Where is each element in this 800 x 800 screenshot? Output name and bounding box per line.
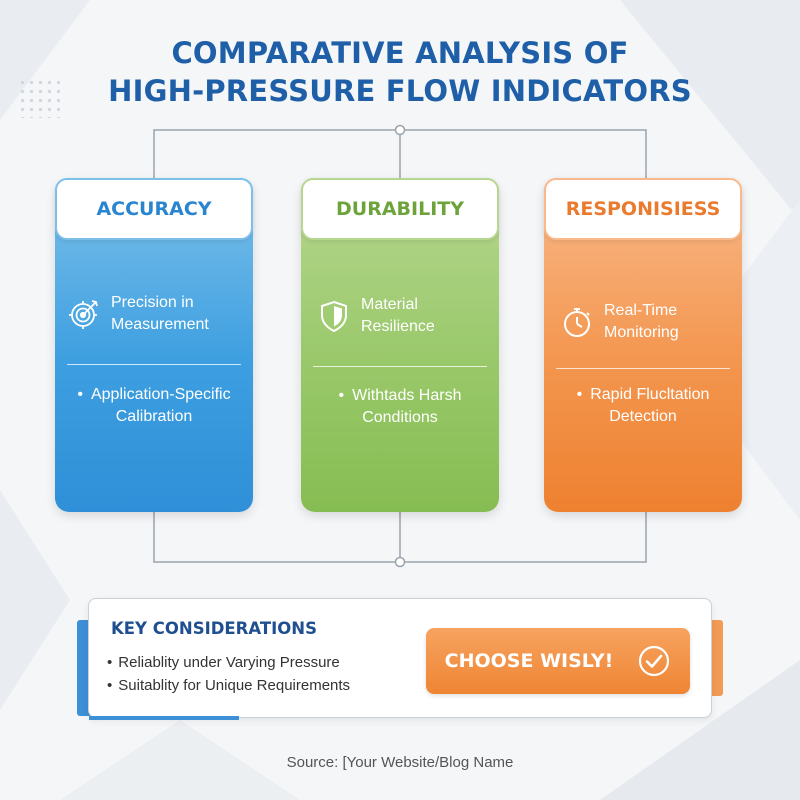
key-considerations-list: Reliablity under Varying Pressure Suitab… bbox=[107, 651, 350, 697]
bullet-line: Application-Specific bbox=[90, 386, 231, 403]
source-credit: Source: [Your Website/Blog Name bbox=[286, 754, 514, 771]
card-accuracy: ACCURACY Precision in Measurement •Appli… bbox=[55, 178, 253, 512]
check-circle-icon bbox=[639, 645, 670, 677]
card-heading: RESPONISIESS bbox=[544, 178, 742, 240]
feature-line: Real-Time bbox=[604, 302, 678, 319]
feature-line: Measurement bbox=[111, 316, 209, 333]
card-divider bbox=[556, 368, 730, 369]
list-item: Reliablity under Varying Pressure bbox=[107, 651, 350, 674]
feature-line: Resilience bbox=[361, 318, 435, 335]
bottom-node bbox=[394, 556, 406, 568]
accent-bar-right bbox=[711, 620, 723, 696]
list-item-text: Suitablity for Unique Requirements bbox=[118, 677, 351, 694]
card-divider bbox=[313, 366, 487, 367]
top-node bbox=[394, 124, 406, 136]
button-label: CHOOSE WISLY! bbox=[444, 650, 614, 672]
bullet-line: Conditions bbox=[362, 409, 438, 426]
bullet-line: Calibration bbox=[115, 408, 193, 425]
card-feature: Precision in Measurement bbox=[55, 292, 253, 336]
bullet-line: Rapid Flucltation bbox=[590, 386, 710, 403]
card-durability: DURABILITY Material Resilience •Withtads… bbox=[301, 178, 499, 512]
key-considerations-panel: KEY CONSIDERATIONS Reliablity under Vary… bbox=[88, 598, 712, 718]
card-feature: Material Resilience bbox=[301, 294, 499, 338]
card-feature: Real-Time Monitoring bbox=[544, 300, 742, 344]
target-icon bbox=[69, 300, 98, 329]
accent-bar-left bbox=[77, 620, 90, 716]
feature-line: Precision in bbox=[111, 294, 194, 311]
card-responsiveness: RESPONISIESS Real-Time Monitoring •Rapid… bbox=[544, 178, 742, 512]
card-divider bbox=[67, 364, 241, 365]
stopwatch-icon bbox=[564, 308, 590, 337]
feature-text: Precision in Measurement bbox=[111, 292, 209, 336]
title-line-2: HIGH-PRESSURE FLOW INDICATORS bbox=[108, 74, 692, 108]
dot-pattern bbox=[18, 78, 62, 118]
card-heading: ACCURACY bbox=[55, 178, 253, 240]
shield-icon bbox=[321, 300, 347, 333]
choose-wisely-button[interactable]: CHOOSE WISLY! bbox=[426, 628, 690, 694]
feature-text: Material Resilience bbox=[361, 294, 435, 338]
card-heading: DURABILITY bbox=[301, 178, 499, 240]
bullet-line: Detection bbox=[609, 408, 677, 425]
card-bullet: •Application-Specific Calibration bbox=[55, 384, 253, 428]
feature-line: Material bbox=[361, 296, 418, 313]
list-item: Suitablity for Unique Requirements bbox=[107, 674, 350, 697]
feature-text: Real-Time Monitoring bbox=[604, 300, 679, 344]
key-considerations-title: KEY CONSIDERATIONS bbox=[111, 619, 317, 638]
card-bullet: •Withtads Harsh Conditions bbox=[301, 385, 499, 429]
feature-line: Monitoring bbox=[604, 324, 679, 341]
card-bullet: •Rapid Flucltation Detection bbox=[544, 384, 742, 428]
title-line-1: COMPARATIVE ANALYSIS OF bbox=[171, 36, 629, 70]
list-item-text: Reliablity under Varying Pressure bbox=[118, 654, 340, 671]
accent-bar-bottom bbox=[89, 716, 239, 720]
page-title: COMPARATIVE ANALYSIS OF HIGH-PRESSURE FL… bbox=[0, 34, 800, 110]
bullet-line: Withtads Harsh bbox=[352, 387, 462, 404]
